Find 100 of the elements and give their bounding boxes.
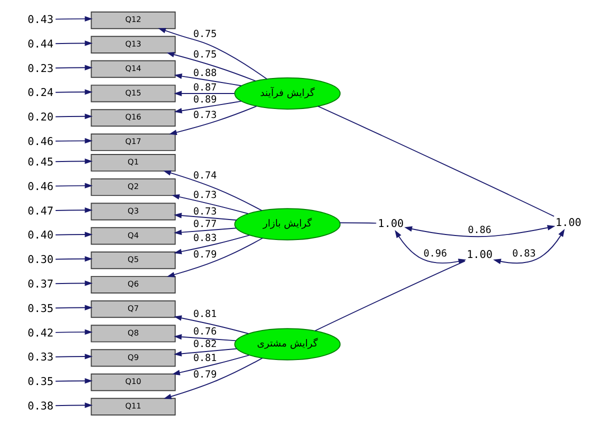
node-box: Q17 [90,133,176,152]
arrow [158,28,268,80]
edge-label: 0.89 [193,94,217,106]
arrow [55,158,93,164]
node-box: Q5 [90,252,176,270]
edge-label: 0.73 [193,206,217,218]
arrow [55,280,93,286]
node-box: Q13 [90,36,176,54]
edge-label: 0.86 [468,225,492,236]
arrow [174,334,236,342]
edge-label: 0.82 [193,339,217,350]
node-box: Q16 [90,109,176,127]
arrow [174,100,242,114]
arrow [404,224,556,238]
node-text: 0.24 [28,86,54,100]
node-text: 0.47 [28,204,54,218]
connector [339,222,377,224]
node-text: 0.42 [28,326,54,340]
edge-label: 0.83 [193,232,217,244]
node-text: 0.35 [28,302,54,315]
node-text: 0.46 [28,134,54,148]
node-ellipse: گرایش فرآیند [234,77,341,110]
arrow [166,238,264,278]
node-text: 0.40 [28,228,54,242]
edge-label: 0.96 [424,248,447,260]
node-text: 0.20 [28,110,54,124]
node-text: 1.00 [556,216,582,229]
edge-label: 0.75 [193,28,217,40]
edge-label: 0.81 [193,352,217,364]
arrow [172,354,250,376]
arrow [55,207,93,213]
arrow [55,114,93,120]
node-text: 0.35 [28,375,54,388]
arrow [55,378,93,384]
node-text: 0.23 [28,62,54,75]
arrow [174,315,249,334]
node-box: Q2 [90,178,176,196]
node-text: 1.00 [466,248,493,262]
node-text: 0.38 [28,399,54,412]
arrow [55,64,93,70]
arrow [55,138,93,144]
arrow [55,182,93,188]
edge-label: 0.77 [193,219,217,230]
arrow [174,90,235,96]
node-box: Q14 [90,60,176,78]
node-box: Q15 [90,84,176,102]
node-box: Q10 [90,374,176,392]
node-text: 0.45 [28,155,54,168]
node-box: Q6 [90,276,176,294]
arrow [164,358,263,400]
arrow [172,194,249,214]
node-box: Q4 [90,227,176,245]
node-box: Q12 [90,12,176,30]
arrow [55,329,93,335]
node-box: Q7 [90,300,176,318]
connector [314,260,466,332]
arrow [394,230,466,264]
edge-label: 0.83 [512,248,536,260]
connector [317,106,555,217]
arrow [55,16,93,22]
arrow [166,52,256,82]
arrow [55,89,93,95]
node-text: 0.43 [28,13,54,26]
edge-label: 0.88 [193,68,217,79]
arrow [55,40,93,46]
node-text: 0.37 [28,277,54,290]
arrow [55,256,93,262]
arrow [174,348,238,356]
node-ellipse: گرایش مشتری [234,328,341,360]
arrow [55,354,93,360]
edge-label: 0.81 [193,308,217,320]
edge-label: 0.73 [193,110,217,121]
node-text: 0.44 [28,37,54,50]
arrow [174,212,238,221]
edge-label: 0.79 [193,369,217,380]
arrow [174,228,237,236]
edge-label: 0.79 [193,249,217,260]
edge-label: 0.75 [193,49,217,60]
arrow [55,402,93,408]
node-box: Q3 [90,202,176,220]
node-box: Q8 [90,324,176,342]
edge-label: 0.73 [193,190,217,201]
node-box: Q1 [90,154,176,172]
node-text: 0.30 [28,253,54,266]
arrow [163,170,262,212]
edge-label: 0.76 [193,326,217,338]
node-box: Q11 [90,398,176,416]
arrow [174,234,250,254]
arrow [174,74,242,86]
arrow [493,228,565,264]
node-ellipse: گرایش بازار [234,208,341,240]
node-text: 1.00 [378,216,404,230]
node-text: 0.33 [28,350,54,364]
node-text: 0.46 [28,180,54,193]
arrow [55,232,93,238]
arrow [55,304,93,310]
edge-label: 0.74 [193,170,217,182]
edge-label: 0.87 [193,82,217,94]
node-box: Q9 [90,349,176,367]
arrow [169,106,257,136]
